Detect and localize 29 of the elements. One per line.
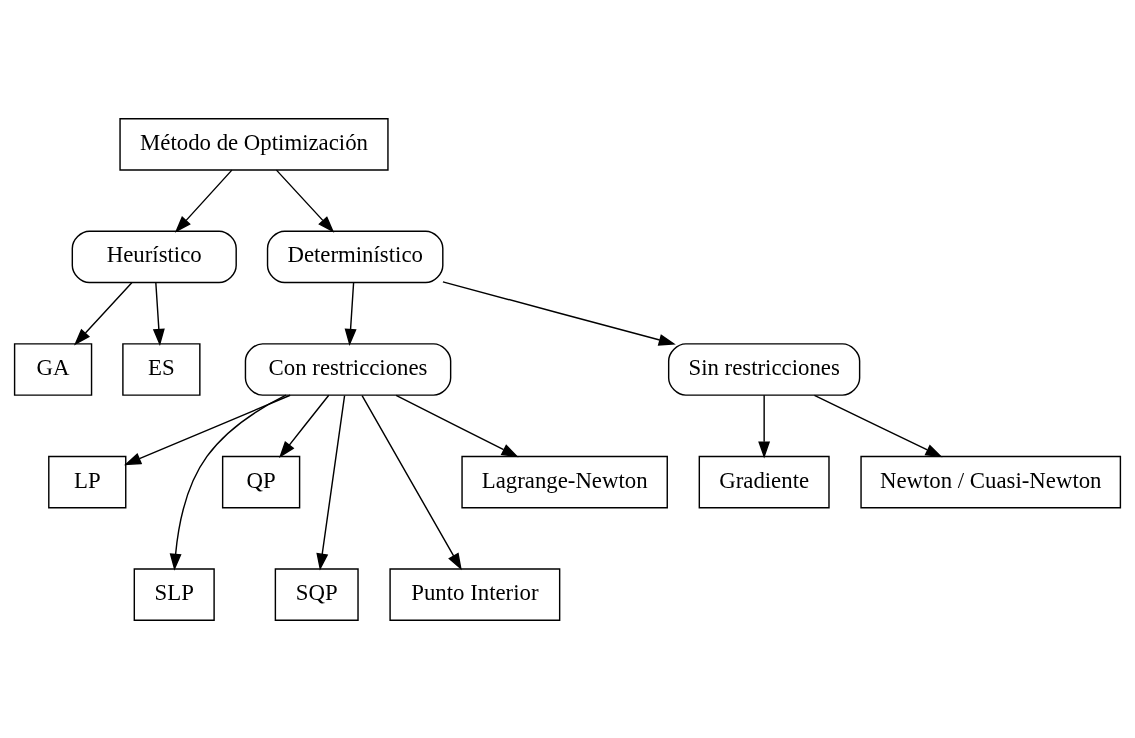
node-box: GA <box>13 342 93 396</box>
node-box: QP <box>221 455 301 508</box>
node-box: Gradiente <box>698 455 830 508</box>
node-box: Con restricciones <box>244 342 452 396</box>
node-box: Punto Interior <box>389 567 561 621</box>
node-box: Heurístico <box>71 230 237 283</box>
node-box: Determinístico <box>266 230 444 283</box>
node-box: Método de Optimización <box>119 117 389 171</box>
arrow <box>275 168 335 233</box>
node-box: LP <box>48 455 127 508</box>
node-box: SQP <box>274 567 359 621</box>
arrow <box>758 394 771 459</box>
node-box: SLP <box>133 567 215 621</box>
node-box: Sin restricciones <box>667 342 861 396</box>
node-box: Lagrange-Newton <box>461 455 668 508</box>
node-box: Newton / Cuasi-Newton <box>860 455 1122 508</box>
arrow <box>316 394 346 571</box>
arrow <box>152 281 165 346</box>
arrow <box>124 394 291 465</box>
arrow <box>395 394 519 457</box>
arrow <box>442 280 676 346</box>
arrow <box>279 394 330 458</box>
arrow <box>74 281 133 345</box>
arrow <box>344 281 357 346</box>
arrow <box>813 394 943 457</box>
node-box: ES <box>122 342 201 396</box>
arrow <box>361 394 462 570</box>
arrow <box>169 394 287 571</box>
arrow <box>174 168 233 233</box>
